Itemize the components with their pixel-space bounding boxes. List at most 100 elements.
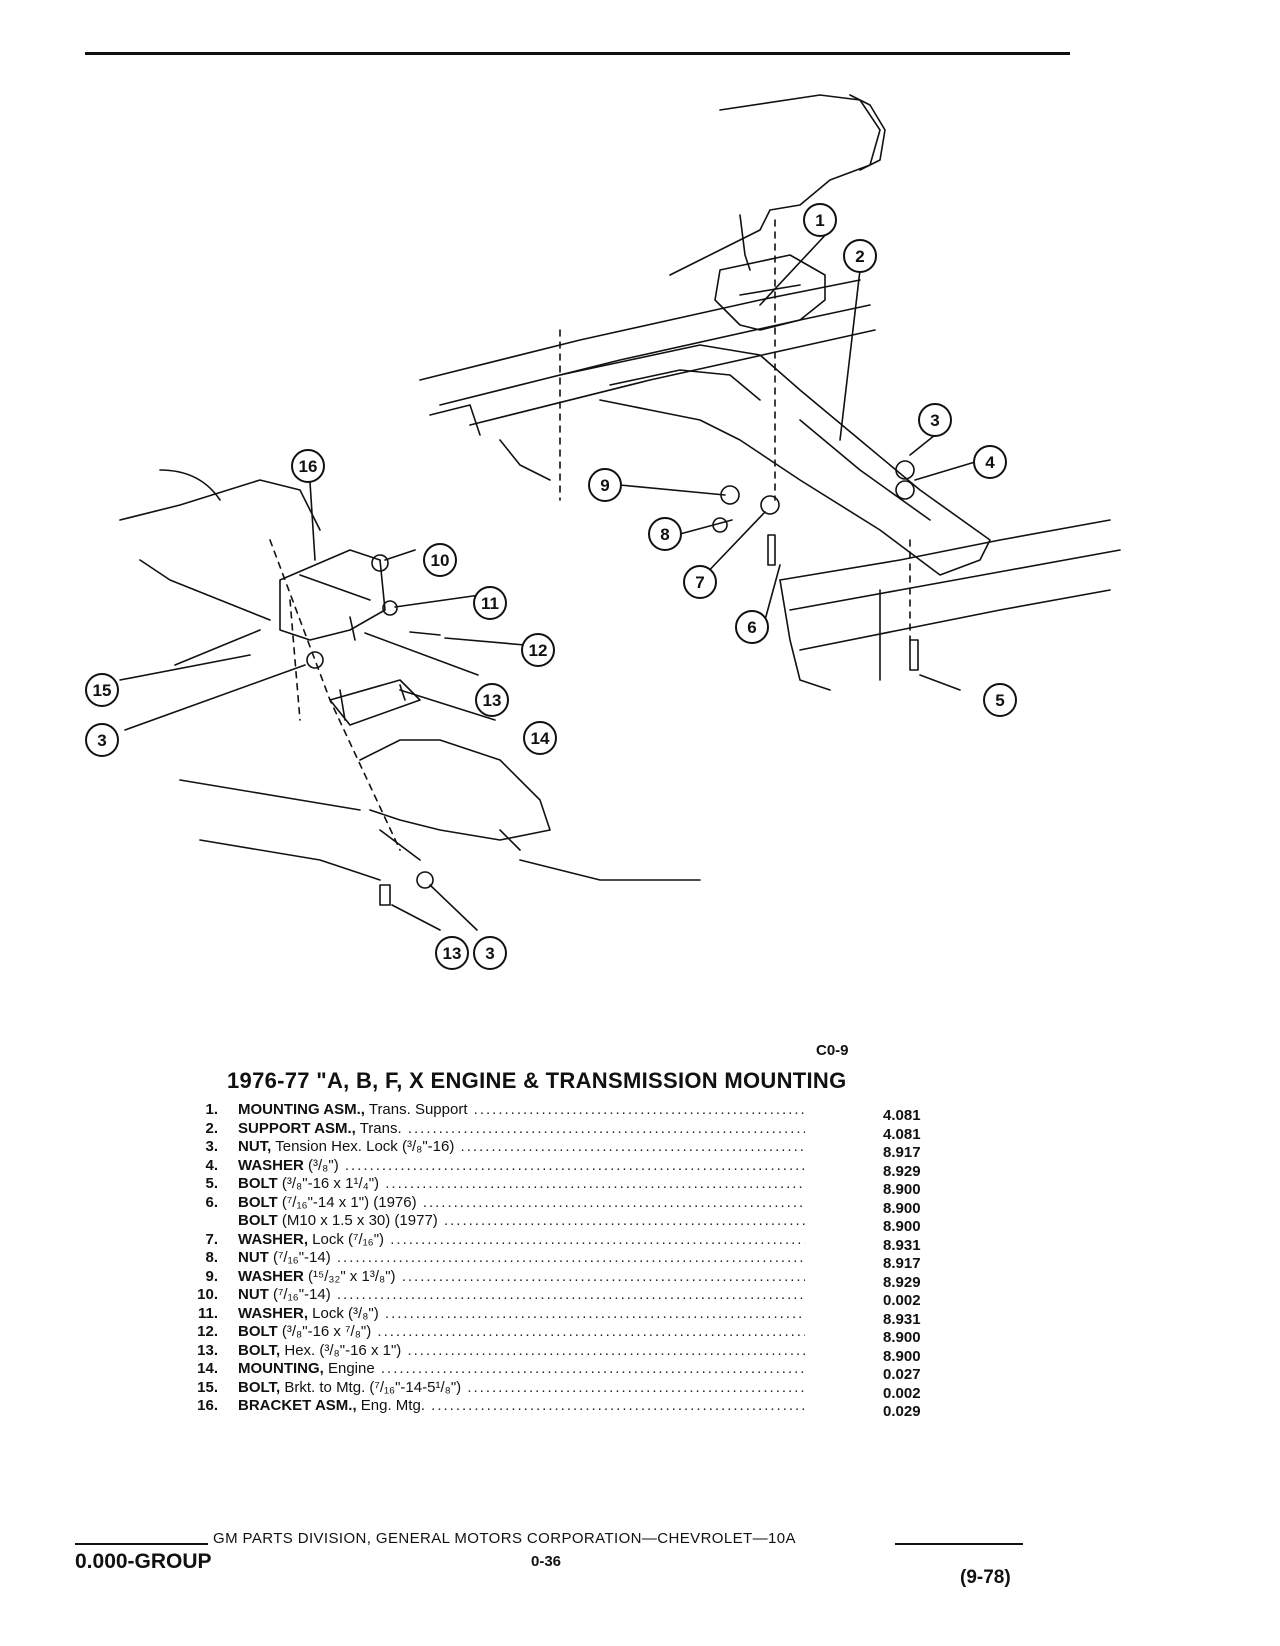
part-name: BOLT <box>238 1323 278 1340</box>
callout-15 <box>85 673 119 707</box>
footer-rule-right <box>895 1543 1023 1545</box>
part-number: 1. <box>205 1101 218 1118</box>
part-detail: Lock (³/₈") <box>308 1304 379 1322</box>
part-group-code: 0.002 <box>883 1384 921 1402</box>
part-number: 10. <box>197 1286 218 1303</box>
part-group-code: 8.929 <box>883 1273 921 1291</box>
part-name: BOLT, <box>238 1341 281 1359</box>
part-number: 9. <box>205 1267 218 1285</box>
part-detail: (³/₈"-16 x ⁷/₈") <box>277 1323 372 1340</box>
callout-8 <box>648 517 682 551</box>
parts-row: 2.SUPPORT ASM., Trans. .................… <box>185 1119 945 1143</box>
parts-row: 10. NUT (⁷/₁₆"-14) ......................… <box>185 1286 945 1309</box>
exploded-view-illustration: 1 2 3 4 5 6 7 8 9 10 11 12 13 14 15 3 16… <box>85 94 1121 970</box>
leader-dots: ........................................… <box>473 1101 805 1118</box>
part-description: BOLT (³/₈"-16 x ⁷/₈") ..................… <box>238 1323 805 1342</box>
leader-dots: ........................................… <box>431 1397 805 1414</box>
part-number: 14. <box>197 1360 218 1377</box>
part-group-code: 8.900 <box>883 1181 921 1198</box>
callout-label: 8 <box>660 525 669 544</box>
callout-13-upper <box>475 683 509 717</box>
callout-label: 3 <box>97 731 106 750</box>
callout-label: 2 <box>855 247 864 266</box>
part-detail: Trans. Support <box>364 1101 468 1118</box>
callout-3-right <box>918 403 952 437</box>
callout-label: 11 <box>481 594 499 613</box>
callout-label: 14 <box>531 729 550 748</box>
part-group-code: 8.900 <box>883 1199 921 1217</box>
part-group-code: 8.900 <box>883 1329 921 1346</box>
part-description: WASHER, Lock (³/₈") ....................… <box>238 1305 805 1324</box>
leader-dots: ........................................… <box>330 1249 805 1266</box>
parts-row: 5.BOLT (³/₈"-16 x 1¹/₄") ...............… <box>185 1175 945 1198</box>
part-description: BOLT (M10 x 1.5 x 30) (1977) ...........… <box>238 1212 805 1231</box>
callout-7 <box>683 565 717 599</box>
part-number: 8. <box>205 1249 218 1266</box>
parts-row: 4. WASHER (³/₈") ........................… <box>185 1156 945 1180</box>
part-detail: Lock (⁷/₁₆") <box>308 1230 385 1248</box>
part-group-code: 8.900 <box>883 1347 921 1365</box>
publisher-line: GM PARTS DIVISION, GENERAL MOTORS CORPOR… <box>213 1530 796 1547</box>
part-group-code: 0.027 <box>883 1366 921 1383</box>
parts-row: 14. MOUNTING, Engine ....................… <box>185 1360 945 1383</box>
callout-label: 7 <box>695 573 704 592</box>
part-description: BOLT (⁷/₁₆"-14 x 1") (1976) ............… <box>238 1194 805 1213</box>
part-number: 7. <box>205 1230 218 1248</box>
part-detail: (M10 x 1.5 x 30) (1977) <box>277 1212 438 1229</box>
part-group-code: 8.931 <box>883 1310 921 1328</box>
part-description: NUT (⁷/₁₆"-14) .........................… <box>238 1286 805 1305</box>
leader-dots: ........................................… <box>467 1378 805 1396</box>
part-description: WASHER (³/₈") ..........................… <box>238 1157 805 1176</box>
part-name: WASHER <box>238 1156 304 1174</box>
group-label: 0.000-GROUP <box>75 1550 212 1573</box>
part-name: BRACKET ASM., <box>238 1397 357 1414</box>
part-group-code: 8.929 <box>883 1162 921 1180</box>
page-title: 1976-77 "A, B, F, X ENGINE & TRANSMISSIO… <box>227 1068 847 1093</box>
parts-row: 11. WASHER, Lock (³/₈") .................… <box>185 1304 945 1328</box>
callout-label: 13 <box>483 691 502 710</box>
part-number: 6. <box>205 1193 218 1211</box>
part-number: 11. <box>197 1304 218 1322</box>
callout-6 <box>735 610 769 644</box>
callout-label: 6 <box>747 618 756 637</box>
callout-label: 10 <box>431 551 450 570</box>
callout-label: 5 <box>995 691 1004 710</box>
part-name: SUPPORT ASM., <box>238 1119 356 1137</box>
callout-label: 3 <box>930 411 939 430</box>
part-name: WASHER, <box>238 1230 309 1248</box>
leader-dots: ........................................… <box>384 1304 805 1322</box>
part-group-code: 0.029 <box>883 1403 921 1420</box>
parts-row: 15.BOLT, Brkt. to Mtg. (⁷/₁₆"-14-5¹/₈") … <box>185 1378 945 1402</box>
part-description: NUT (⁷/₁₆"-14) .........................… <box>238 1249 805 1268</box>
part-detail: Tension Hex. Lock (³/₈"-16) <box>271 1138 455 1155</box>
part-description: BRACKET ASM., Eng. Mtg. ................… <box>238 1397 805 1416</box>
part-description: BOLT (³/₈"-16 x 1¹/₄") .................… <box>238 1175 805 1194</box>
leader-dots: ........................................… <box>385 1175 805 1192</box>
parts-row: 7. WASHER, Lock (⁷/₁₆") .................… <box>185 1230 945 1254</box>
leader-dots: ........................................… <box>330 1286 805 1303</box>
part-number: 2. <box>205 1119 218 1137</box>
callout-label: 15 <box>93 681 112 700</box>
callout-label: 13 <box>443 944 462 963</box>
callout-3-lower <box>473 936 507 970</box>
part-group-code: 4.081 <box>883 1125 921 1143</box>
callout-label: 3 <box>485 944 494 963</box>
part-name: WASHER, <box>238 1304 309 1322</box>
leader-dots: ........................................… <box>407 1119 805 1137</box>
part-detail: (³/₈"-16 x 1¹/₄") <box>277 1175 380 1192</box>
part-number: 4. <box>205 1156 218 1174</box>
part-group-code: 8.931 <box>883 1236 921 1254</box>
part-name: NUT, <box>238 1138 272 1155</box>
part-description: WASHER (¹⁵/₃₂" x 1³/₈") ................… <box>238 1268 805 1287</box>
parts-row: 16. BRACKET ASM., Eng. Mtg. .............… <box>185 1397 945 1420</box>
callout-14 <box>523 721 557 755</box>
part-group-code: 4.081 <box>883 1107 921 1124</box>
part-description: MOUNTING, Engine .......................… <box>238 1360 805 1379</box>
leader-dots: ........................................… <box>390 1230 805 1248</box>
part-number: 16. <box>197 1397 218 1414</box>
part-number: 3. <box>205 1138 218 1155</box>
part-name: MOUNTING ASM., <box>238 1101 365 1118</box>
leader-dots: ........................................… <box>443 1212 805 1229</box>
callout-10 <box>423 543 457 577</box>
part-detail: Eng. Mtg. <box>356 1397 425 1414</box>
